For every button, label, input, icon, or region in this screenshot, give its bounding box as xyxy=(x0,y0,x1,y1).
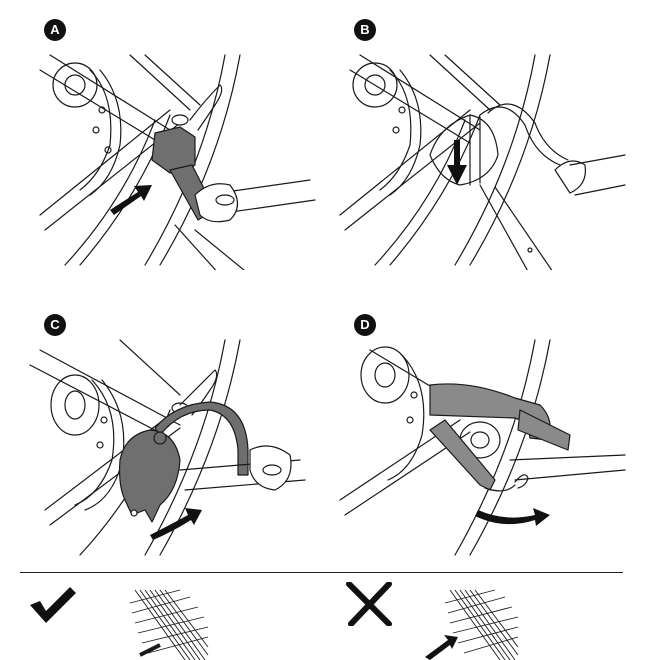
step-a-panel: A xyxy=(20,15,320,270)
step-a-badge: A xyxy=(44,19,66,41)
step-d-badge: D xyxy=(354,314,376,336)
incorrect-mesh-illustration xyxy=(425,589,519,660)
step-c-illustration xyxy=(29,339,306,556)
step-b-badge: B xyxy=(354,19,376,41)
cross-icon xyxy=(346,582,392,626)
step-a-illustration xyxy=(39,54,316,270)
rotate-arrow-icon xyxy=(150,508,202,540)
check-icon xyxy=(30,587,76,623)
step-b-panel: B xyxy=(330,15,630,270)
curved-arrow-icon xyxy=(475,508,550,526)
step-c-panel: C xyxy=(20,310,320,565)
step-c-badge: C xyxy=(44,314,66,336)
step-d-panel: D xyxy=(330,310,630,565)
step-b-illustration xyxy=(339,54,626,270)
push-arrow-icon xyxy=(110,185,152,215)
down-arrow-icon xyxy=(447,140,467,185)
step-d-illustration xyxy=(339,339,626,556)
correct-mesh-illustration xyxy=(129,589,209,660)
section-divider xyxy=(20,572,623,573)
